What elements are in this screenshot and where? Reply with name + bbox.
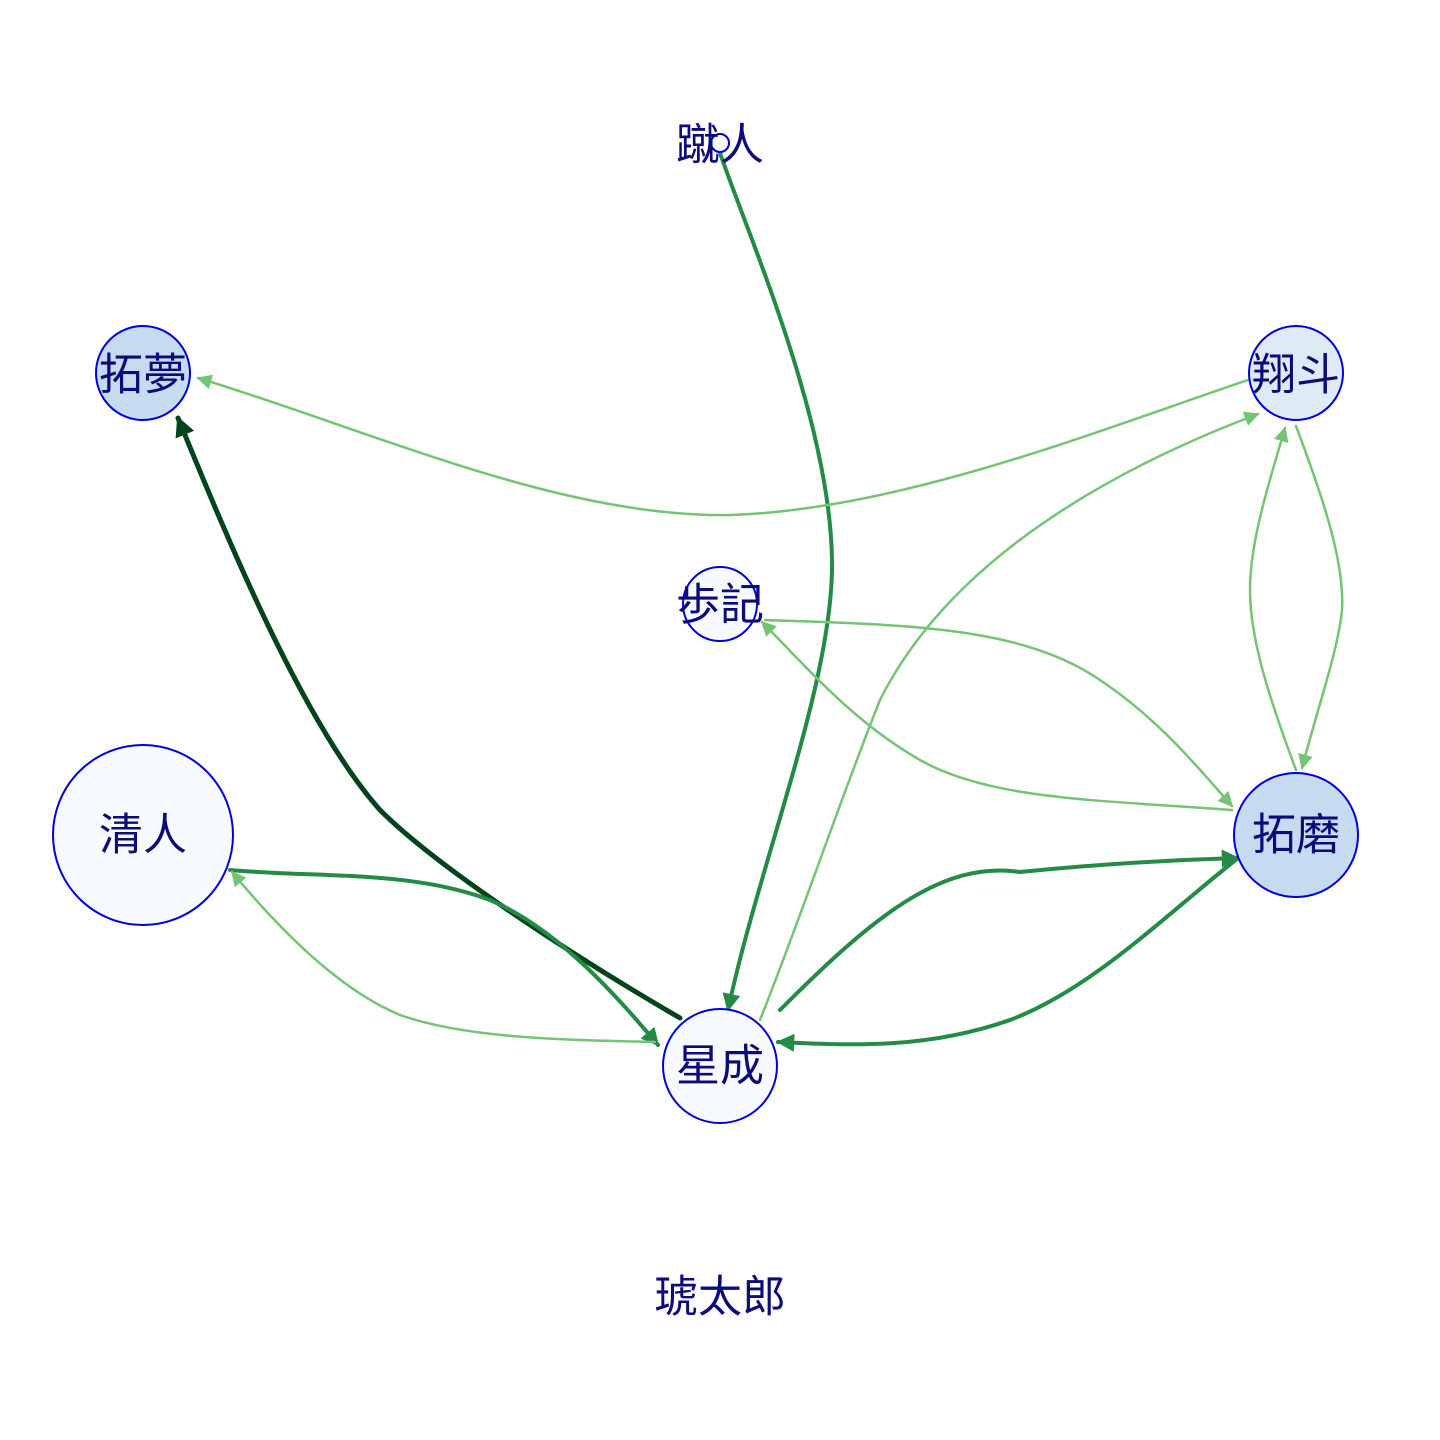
node-shujin-label: 蹴人: [676, 120, 764, 171]
node-seisei-circle: [662, 1008, 778, 1124]
edge-kiyoto-to-seisei: [228, 868, 660, 1047]
nodes-layer: 蹴人 拓夢 翔斗 歩記 清人 拓磨 星成 琥太郎: [52, 120, 1359, 1323]
edge-seisei-to-shoto: [758, 411, 1260, 1022]
edge-seisei-to-kiyoto: [230, 870, 657, 1044]
node-ayuki-label: 歩記: [676, 580, 764, 631]
node-takumu-circle: [95, 325, 191, 421]
node-shoto-label: 翔斗: [1252, 350, 1340, 401]
edge-shujin-to-seisei: [718, 151, 835, 1012]
node-takuma-label: 拓磨: [1252, 810, 1340, 861]
node-kotaro[interactable]: 琥太郎: [654, 1272, 786, 1323]
edge-takuma-to-shoto: [1248, 426, 1298, 772]
node-ayuki[interactable]: 歩記: [676, 566, 764, 642]
node-kotaro-label: 琥太郎: [654, 1272, 786, 1323]
node-shoto[interactable]: 翔斗: [1248, 325, 1344, 421]
node-shujin-circle: [710, 133, 730, 153]
node-shoto-circle: [1248, 325, 1344, 421]
node-takumu[interactable]: 拓夢: [95, 325, 191, 421]
node-takuma[interactable]: 拓磨: [1233, 772, 1359, 898]
edge-shoto-to-takuma: [1294, 424, 1344, 770]
edge-shoto-to-takumu: [196, 374, 1250, 517]
node-shujin[interactable]: 蹴人: [676, 120, 764, 171]
node-takuma-circle: [1233, 772, 1359, 898]
node-kiyoto[interactable]: 清人: [52, 744, 234, 926]
edges-layer: [175, 151, 1344, 1052]
node-kiyoto-circle: [52, 744, 234, 926]
edge-seisei-to-takumu: [175, 415, 683, 1021]
node-kiyoto-label: 清人: [99, 810, 187, 861]
edge-seisei-to-takuma: [778, 849, 1240, 1012]
edge-ayuki-to-takuma: [763, 618, 1234, 808]
edge-takuma-to-seisei: [776, 856, 1240, 1052]
node-seisei-label: 星成: [676, 1041, 764, 1092]
node-ayuki-circle: [682, 566, 758, 642]
node-takumu-label: 拓夢: [99, 350, 187, 401]
node-seisei[interactable]: 星成: [662, 1008, 778, 1124]
edge-takuma-to-ayuki: [760, 620, 1234, 812]
